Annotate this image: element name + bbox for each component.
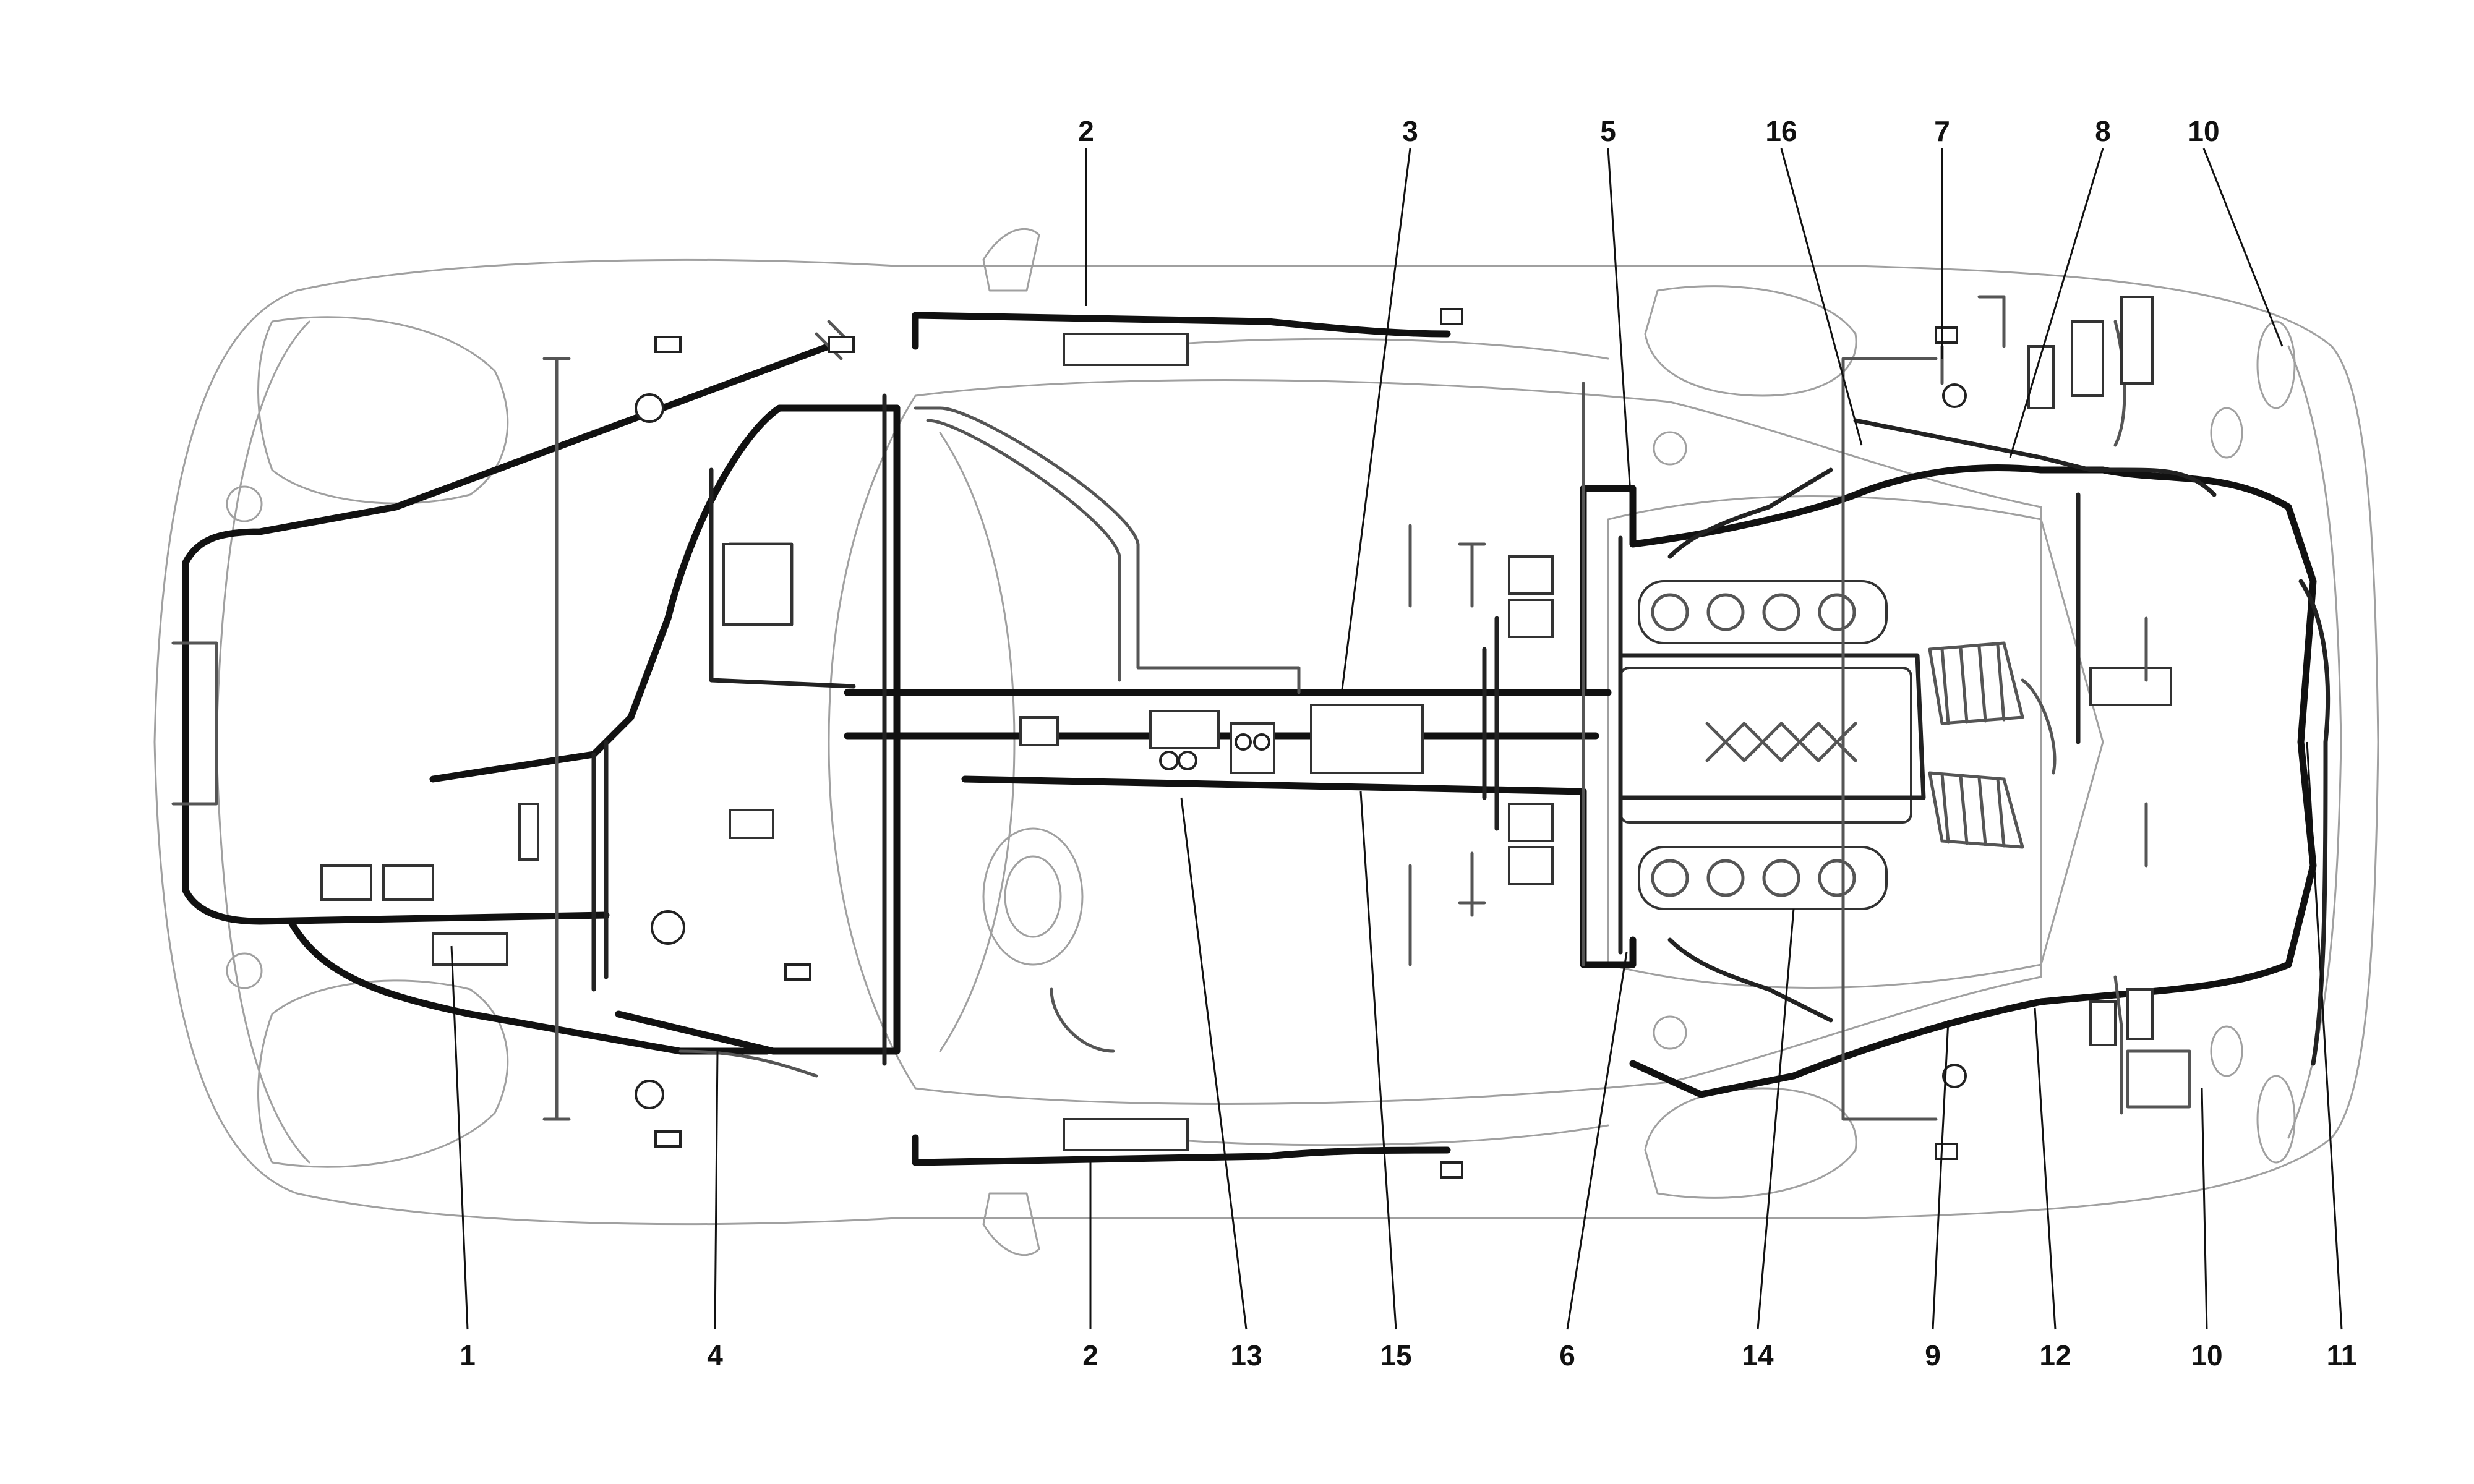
callout-bottom-13: 13 [1230, 1339, 1262, 1371]
callout-top-10: 10 [2188, 115, 2219, 147]
callout-top-3: 3 [1402, 115, 1418, 147]
callout-top-8: 8 [2095, 115, 2111, 147]
callout-top-16: 16 [1765, 115, 1797, 147]
leader-lines [450, 148, 2343, 1330]
callout-bottom-2: 2 [1082, 1339, 1098, 1371]
callout-top-2: 2 [1078, 115, 1094, 147]
car-body-outline [153, 228, 2379, 1256]
callout-labels-top: 2 3 5 16 7 8 10 [1078, 115, 2219, 147]
fuse-box-front [722, 543, 793, 626]
callout-bottom-9: 9 [1925, 1339, 1941, 1371]
callout-bottom-4: 4 [707, 1339, 723, 1371]
callout-bottom-11: 11 [2327, 1339, 2357, 1371]
callout-top-7: 7 [1934, 115, 1950, 147]
callout-top-5: 5 [1600, 115, 1616, 147]
callout-labels-bottom: 1 4 2 13 15 6 14 9 12 10 11 [460, 1339, 2356, 1371]
callout-bottom-14: 14 [1742, 1339, 1774, 1371]
engine-block [1619, 580, 2172, 910]
connectors-and-modules [320, 296, 2154, 1179]
callout-bottom-12: 12 [2039, 1339, 2071, 1371]
callout-bottom-10: 10 [2191, 1339, 2222, 1371]
callout-bottom-15: 15 [1380, 1339, 1411, 1371]
secondary-wires [171, 295, 2191, 1121]
wiring-harness-main [182, 312, 2331, 1166]
callout-bottom-1: 1 [460, 1339, 476, 1371]
callout-bottom-6: 6 [1559, 1339, 1575, 1371]
